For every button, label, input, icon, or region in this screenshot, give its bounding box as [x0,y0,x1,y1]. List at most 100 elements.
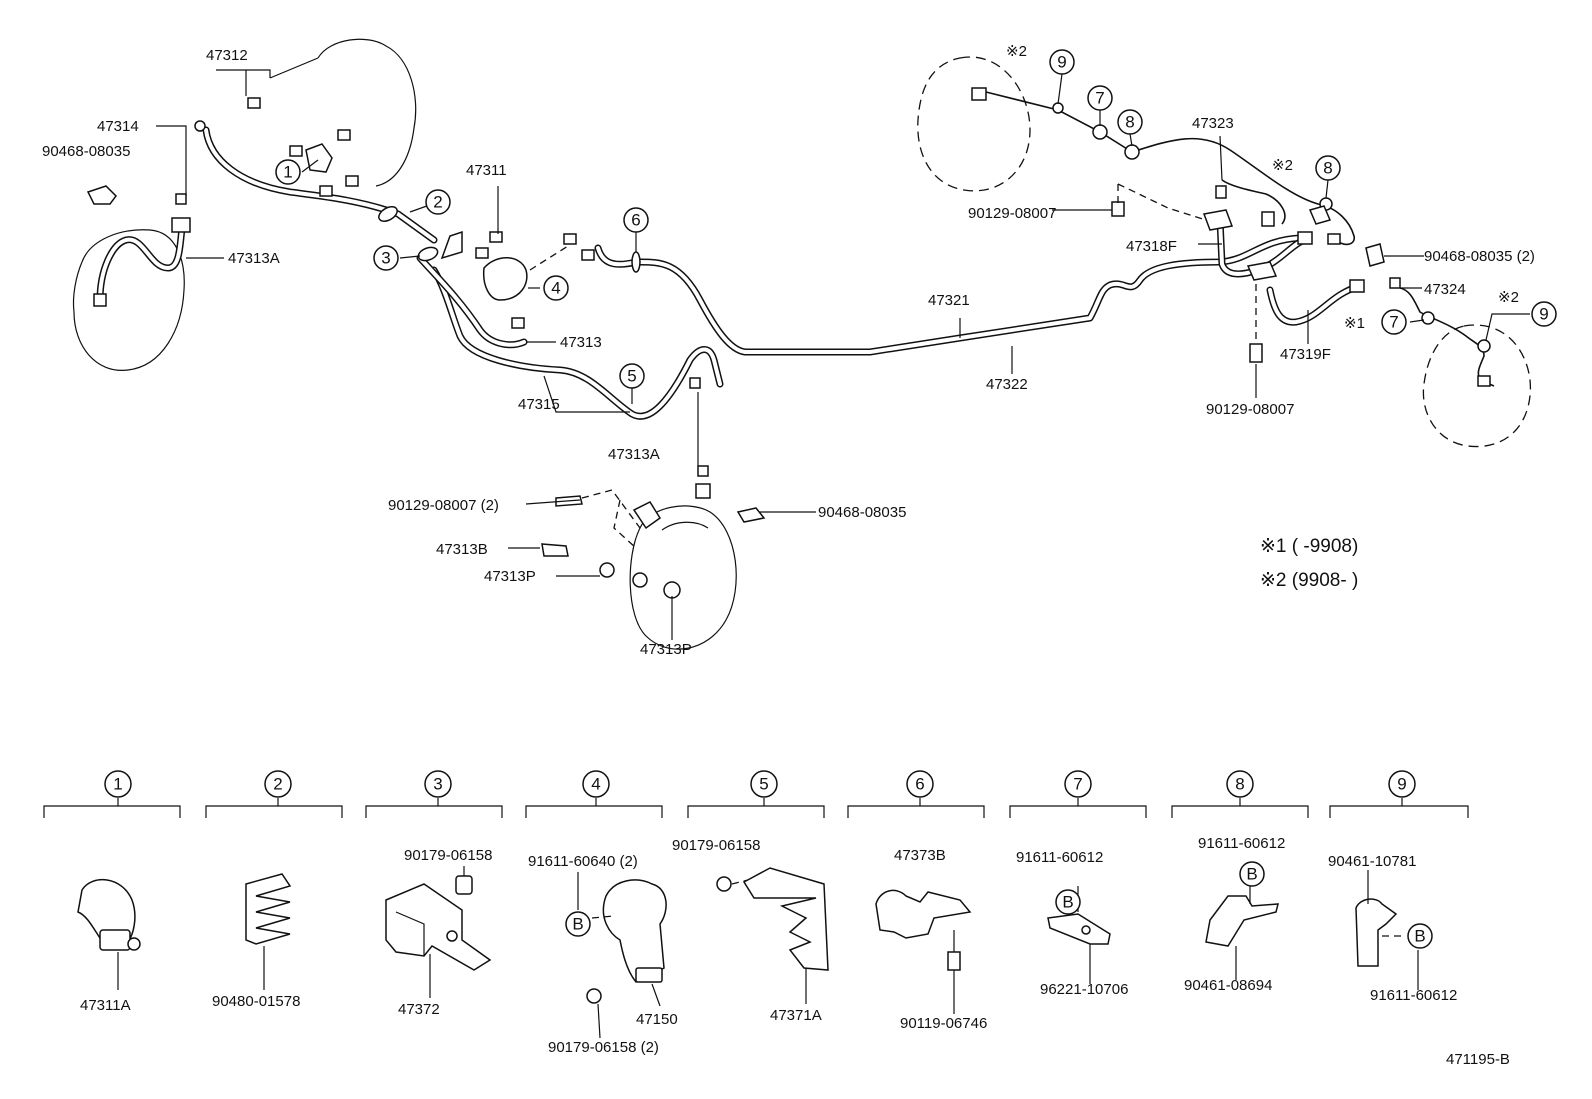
callout-3: 3 [373,245,399,271]
label-47315: 47315 [518,396,560,413]
note-2: ※2 (9908- ) [1260,570,1358,591]
detail-6-part-2: 90119-06746 [900,1015,987,1032]
svg-text:4: 4 [551,279,560,298]
detail-brackets [43,798,1469,818]
callout-6: 6 [623,207,649,233]
note-1: ※1 ( -9908) [1260,536,1358,557]
svg-text:7: 7 [1389,313,1398,332]
label-47313A-left: 47313A [228,250,280,267]
detail-1-part-1: 47311A [80,997,131,1014]
detail-9-part-3: 91611-60612 [1370,987,1457,1004]
svg-text:9: 9 [1539,305,1548,324]
label-47312: 47312 [206,47,248,64]
callout-5: 5 [619,363,645,389]
svg-text:5: 5 [627,367,636,386]
dashed-guides [529,183,1257,549]
detail-number-3: 3 [424,770,452,798]
detail-numbers: 1 2 3 4 5 6 7 8 9 [104,770,1416,798]
label-90468-tl: 90468-08035 [42,143,130,160]
leader-lines [156,69,1530,640]
b-marker-4: B [565,911,591,937]
label-47324: 47324 [1424,281,1466,298]
callout-4: 4 [543,275,569,301]
svg-text:B: B [1246,865,1257,884]
svg-text:7: 7 [1073,775,1082,794]
detail-b-markers: B B B B [565,861,1433,949]
detail-section: 1 2 3 4 5 6 7 8 9 [43,770,1469,1056]
detail-5-part-1: 90179-06158 [672,837,760,854]
svg-text:1: 1 [283,163,292,182]
svg-text:8: 8 [1235,775,1244,794]
label-90129-r2: 90129-08007 [1206,401,1294,418]
detail-number-8: 8 [1226,770,1254,798]
label-90129-r1: 90129-08007 [968,205,1056,222]
label-47321: 47321 [928,292,970,309]
callout-7-top: 7 [1087,85,1113,111]
svg-text:2: 2 [433,193,442,212]
label-47319F: 47319F [1280,346,1331,363]
b-marker-9: B [1407,923,1433,949]
svg-text:7: 7 [1095,89,1104,108]
svg-text:9: 9 [1057,53,1066,72]
callout-2: 2 [425,189,451,215]
svg-text:4: 4 [591,775,600,794]
detail-3-part-1: 90179-06158 [404,847,492,864]
detail-number-2: 2 [264,770,292,798]
label-47313: 47313 [560,334,602,351]
svg-text:8: 8 [1125,113,1134,132]
label-47318F: 47318F [1126,238,1177,255]
svg-text:9: 9 [1397,775,1406,794]
svg-text:2: 2 [273,775,282,794]
svg-text:3: 3 [381,249,390,268]
label-47313P-b: 47313P [640,641,692,658]
callout-8-mid: 8 [1315,155,1341,181]
svg-text:1: 1 [113,775,122,794]
right-rear-drum [1422,324,1532,448]
label-90468-r: 90468-08035 (2) [1424,248,1535,265]
svg-text:6: 6 [631,211,640,230]
detail-5-part-2: 47371A [770,1007,822,1024]
detail-7-part-1: 91611-60612 [1016,849,1103,866]
label-90129-center: 90129-08007 (2) [388,497,499,514]
detail-number-7: 7 [1064,770,1092,798]
detail-9-part-1: 90461-10781 [1328,853,1416,870]
center-drum [629,505,737,650]
svg-text:3: 3 [433,775,442,794]
detail-labels: 47311A 90480-01578 90179-06158 47372 916… [80,835,1457,1056]
detail-number-6: 6 [906,770,934,798]
detail-6-part-1: 47373B [894,847,946,864]
detail-2-part-1: 90480-01578 [212,993,300,1010]
svg-text:B: B [572,915,583,934]
detail-4-part-1: 91611-60640 (2) [528,853,638,870]
top-right-drum [917,56,1031,192]
brake-pipes [96,91,1495,420]
rear-left-drum [72,229,185,371]
b-marker-7: B [1055,889,1081,915]
label-47314: 47314 [97,118,139,135]
svg-text:8: 8 [1323,159,1332,178]
detail-4-part-4: 90179-06158 (2) [548,1039,659,1056]
front-left-backing-plate [269,38,417,187]
small-parts [86,87,1491,599]
part-labels: 47312 47314 90468-08035 47313A 47311 473… [42,43,1535,658]
callout-9-top: 9 [1049,49,1075,75]
detail-8-part-3: 90461-08694 [1184,977,1272,994]
callout-9-right: 9 [1531,301,1557,327]
notes: ※1 ( -9908) ※2 (9908- ) [1260,536,1358,591]
detail-parts [77,866,1419,1039]
label-47313A-center: 47313A [608,446,660,463]
svg-text:6: 6 [915,775,924,794]
detail-8-part-1: 91611-60612 [1198,835,1285,852]
label-90468-center: 90468-08035 [818,504,906,521]
drawing-id: 471195-B [1446,1051,1510,1068]
detail-number-4: 4 [582,770,610,798]
detail-number-5: 5 [750,770,778,798]
b-marker-8: B [1239,861,1265,887]
label-47322: 47322 [986,376,1028,393]
label-47323: 47323 [1192,115,1234,132]
label-47313B: 47313B [436,541,488,558]
svg-text:5: 5 [759,775,768,794]
callout-7-right: 7 [1381,309,1407,335]
callout-1: 1 [275,159,301,185]
